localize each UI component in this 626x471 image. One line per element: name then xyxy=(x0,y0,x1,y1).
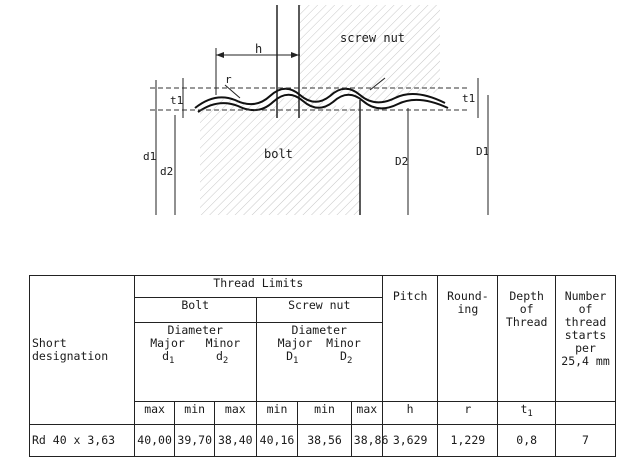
thread-spec-table: Short designation Thread Limits Pitch Ro… xyxy=(29,274,616,457)
cell-starts: 7 xyxy=(555,424,616,457)
unit-bolt-major-min: min xyxy=(174,400,215,426)
label-t1-right: t1 xyxy=(462,92,476,105)
label-d2: d2 xyxy=(160,165,174,178)
header-rounding: Round-ing xyxy=(437,275,499,402)
cell-pitch: 3,629 xyxy=(381,424,439,457)
label-D1: D1 xyxy=(476,145,490,158)
thread-profile-outer xyxy=(194,87,446,109)
cell-depth: 0,8 xyxy=(497,424,557,457)
label-r-left: r xyxy=(225,73,232,86)
bolt-hatching xyxy=(200,95,360,215)
cell-bolt-major-min: 39,70 xyxy=(174,424,215,457)
cell-nut-minor-max: 38,86 xyxy=(350,424,388,457)
label-h: h xyxy=(255,42,263,56)
label-t1-left: t1 xyxy=(170,94,184,107)
unit-bolt-major-max: max xyxy=(133,400,176,426)
cell-designation: Rd 40 x 3,63 xyxy=(29,424,135,457)
header-thread-limits: Thread Limits xyxy=(133,274,383,299)
unit-bolt-minor-max: max xyxy=(213,400,257,426)
unit-pitch-h: h xyxy=(381,400,439,426)
cell-rounding: 1,229 xyxy=(437,424,499,457)
label-screw-nut: screw nut xyxy=(340,31,406,45)
unit-nut-major-min: min xyxy=(255,400,299,426)
thread-profile-diagram xyxy=(150,5,489,215)
header-pitch: Pitch xyxy=(381,275,439,402)
header-depth: Depth of Thread xyxy=(497,275,557,402)
header-screw-nut: Screw nut xyxy=(255,297,383,324)
cell-nut-minor-min: 38,56 xyxy=(297,424,352,457)
header-bolt-diameter: Diameter Major Minor d1 d2 xyxy=(133,322,257,402)
header-nut-diameter: Diameter Major Minor D1 D2 xyxy=(255,322,383,402)
cell-nut-major-min: 40,16 xyxy=(255,424,299,457)
unit-depth-t1: t1 xyxy=(497,400,557,426)
header-bolt: Bolt xyxy=(133,297,257,324)
unit-nut-minor-max: max xyxy=(350,400,383,426)
unit-nut-minor-min: min xyxy=(297,400,352,426)
label-D2: D2 xyxy=(395,155,409,168)
unit-starts xyxy=(555,400,616,426)
label-d1: d1 xyxy=(143,150,157,163)
nut-hatching xyxy=(300,5,440,103)
cell-bolt-minor-max: 38,40 xyxy=(213,424,257,457)
label-bolt: bolt xyxy=(264,147,293,161)
thread-profile-inner xyxy=(197,93,449,113)
cell-bolt-major-max: 40,00 xyxy=(133,424,176,457)
header-short-designation: Short designation xyxy=(29,274,135,426)
unit-rounding-r: r xyxy=(437,400,499,426)
